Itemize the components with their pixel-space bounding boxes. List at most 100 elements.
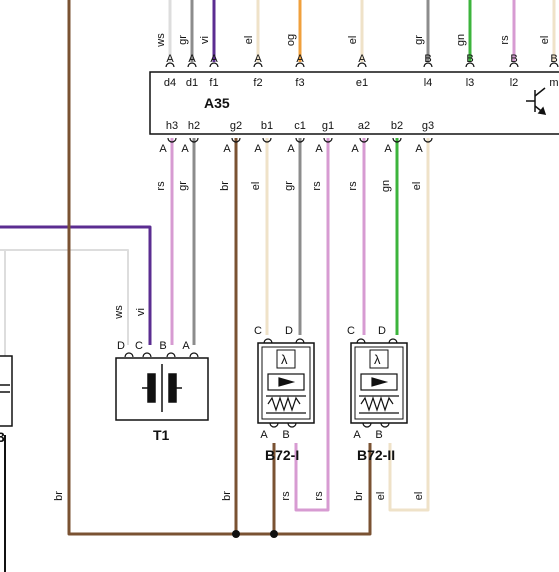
- wire-t1-c-vi: [0, 225, 152, 345]
- pin-label: d4: [164, 77, 176, 89]
- connector-letter: A: [384, 143, 392, 155]
- pin-label: l3: [466, 77, 475, 89]
- pin-letter: D: [117, 340, 125, 352]
- pin-socket: [388, 338, 398, 344]
- wire-color-label: gr: [177, 181, 189, 191]
- ecu-a35: A35: [149, 71, 559, 135]
- pin-letter: C: [254, 325, 262, 337]
- pin-socket: [295, 137, 305, 143]
- wire-color-label: gn: [455, 34, 467, 46]
- pin-socket: [549, 62, 559, 68]
- pin-letter: C: [135, 340, 143, 352]
- wire-color-label: rs: [155, 181, 167, 191]
- pin-label: f3: [295, 77, 304, 89]
- wire-color-label: br: [219, 181, 231, 191]
- sensor-inner: [354, 346, 404, 420]
- wire-color-label: el: [411, 182, 423, 191]
- wire-color-label: rs: [311, 181, 323, 191]
- pin-socket: [124, 352, 134, 358]
- pin-socket: [509, 62, 519, 68]
- pin-socket: [269, 422, 279, 428]
- transistor-icon: [526, 87, 547, 115]
- connector-letter: A: [287, 143, 295, 155]
- capacitor-icon: [142, 364, 182, 412]
- wire-color-label: el: [375, 492, 387, 501]
- wire-color-label: br: [353, 491, 365, 501]
- pin-label: d1: [186, 77, 198, 89]
- ecu-label: A35: [204, 95, 230, 111]
- pin-letter: A: [353, 429, 361, 441]
- pin-socket: [189, 137, 199, 143]
- connector-letter: A: [166, 53, 174, 65]
- wire-color-label: vi: [199, 36, 211, 44]
- left-component-fragment: 3: [0, 355, 13, 445]
- wire-color-label: rs: [313, 491, 325, 501]
- pin-label: c1: [294, 120, 306, 132]
- sensor-b72-i: λ B72-I: [257, 342, 315, 463]
- sensor-label: B72-I: [265, 447, 299, 463]
- connector-letter: A: [315, 143, 323, 155]
- ecu-body: [149, 71, 559, 135]
- wire-color-label: rs: [499, 35, 511, 45]
- wire-color-label: el: [250, 182, 262, 191]
- wire-color-label: gn: [380, 180, 392, 192]
- wire-g1-rs: [294, 138, 330, 512]
- wire-color-label: br: [221, 491, 233, 501]
- pin-label: h2: [188, 120, 200, 132]
- pin-socket: [142, 352, 152, 358]
- wire-color-label: el: [413, 492, 425, 501]
- pin-socket: [356, 338, 366, 344]
- pin-label: h3: [166, 120, 178, 132]
- pin-label: a2: [358, 120, 370, 132]
- connector-letter: B: [466, 53, 473, 65]
- pin-label: e1: [356, 77, 368, 89]
- pin-socket: [166, 352, 176, 358]
- pin-letter: C: [347, 325, 355, 337]
- pin-socket: [423, 62, 433, 68]
- sensor-b72-ii: λ B72-II: [350, 342, 408, 463]
- pin-letter: D: [285, 325, 293, 337]
- pin-label: l4: [424, 77, 433, 89]
- pin-socket: [209, 62, 219, 68]
- pin-socket: [287, 422, 297, 428]
- pin-label: f1: [209, 77, 218, 89]
- pin-socket: [262, 137, 272, 143]
- wire-color-label: el: [243, 36, 255, 45]
- t1-component: T1: [115, 357, 209, 443]
- pin-label: b2: [391, 120, 403, 132]
- left-component-label: 3: [0, 429, 5, 445]
- wire-color-label: ws: [113, 305, 125, 320]
- connector-letter: A: [159, 143, 167, 155]
- pin-socket: [392, 137, 402, 143]
- pin-label: g3: [422, 120, 434, 132]
- pin-label: g1: [322, 120, 334, 132]
- sensor-inner: [261, 346, 311, 420]
- junction-dot: [270, 530, 278, 538]
- pin-socket: [359, 137, 369, 143]
- pin-socket: [187, 62, 197, 68]
- heater-icon: [266, 373, 306, 414]
- connector-letter: A: [254, 143, 262, 155]
- wire-color-label: rs: [347, 181, 359, 191]
- wire-color-label: gr: [177, 35, 189, 45]
- pin-label: l2: [510, 77, 519, 89]
- connector-letter: A: [351, 143, 359, 155]
- connector-letter: B: [550, 53, 557, 65]
- pin-label: g2: [230, 120, 242, 132]
- wire-color-label: ws: [155, 33, 167, 48]
- wire-color-label: br: [53, 491, 65, 501]
- pin-socket: [189, 352, 199, 358]
- connector-letter: A: [296, 53, 304, 65]
- pin-socket: [423, 137, 433, 143]
- wire-color-label: gr: [413, 35, 425, 45]
- lambda-icon: λ: [374, 352, 381, 367]
- wire-color-label: gr: [283, 181, 295, 191]
- heater-icon: [359, 373, 399, 414]
- wire-br-trunk: [67, 0, 372, 536]
- pin-letter: A: [260, 429, 268, 441]
- pin-letter: B: [159, 340, 166, 352]
- pin-socket: [323, 137, 333, 143]
- wire-color-label: el: [347, 36, 359, 45]
